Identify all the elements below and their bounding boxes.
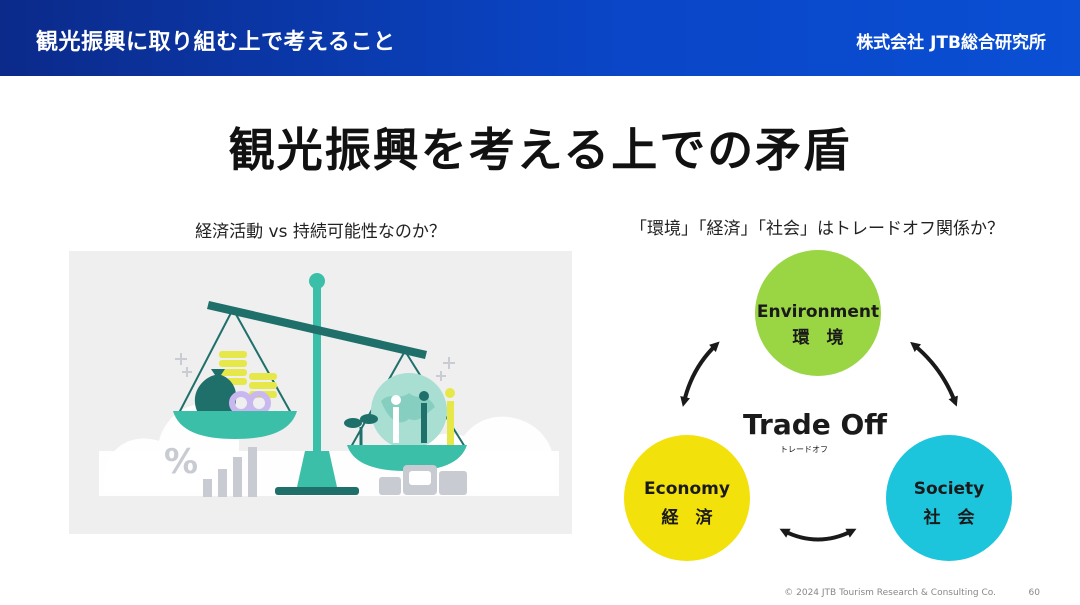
society-circle bbox=[886, 435, 1012, 561]
money-bag-icon bbox=[194, 369, 237, 411]
tradeoff-diagram: Environment 環 境 Economy 経 済 Society 社 会 … bbox=[612, 248, 1032, 570]
environment-label-jp: 環 境 bbox=[793, 327, 844, 348]
page-title: 観光振興を考える上での矛盾 bbox=[228, 123, 852, 177]
arrow-env-society bbox=[910, 341, 958, 407]
economy-label-jp: 経 済 bbox=[662, 507, 714, 528]
footer-copyright: © 2024 JTB Tourism Research & Consulting… bbox=[784, 588, 996, 598]
header-title: 観光振興に取り組む上で考えること bbox=[36, 30, 396, 55]
society-label-jp: 社 会 bbox=[923, 507, 975, 528]
tradeoff-label: Trade Off bbox=[743, 408, 887, 441]
plant-icon bbox=[344, 414, 378, 447]
environment-label-en: Environment bbox=[757, 302, 879, 322]
globe-icon bbox=[371, 373, 447, 449]
right-heading: 「環境」「経済」「社会」はトレードオフ関係か？ bbox=[630, 219, 1004, 239]
economy-circle bbox=[624, 435, 750, 561]
left-heading: 経済活動 vs 持続可能性なのか？ bbox=[195, 222, 446, 242]
percent-icon: % bbox=[164, 442, 198, 482]
company-name: 株式会社 JTB総合研究所 bbox=[856, 33, 1046, 53]
tradeoff-sub-label: トレードオフ bbox=[780, 445, 828, 454]
people-icon bbox=[391, 388, 455, 445]
balance-scale-icon: % bbox=[99, 273, 559, 497]
economy-label-en: Economy bbox=[644, 479, 730, 499]
page-number: 60 bbox=[1028, 588, 1040, 598]
arrow-env-economy bbox=[680, 341, 720, 407]
environment-circle bbox=[755, 250, 881, 376]
header-bar: 観光振興に取り組む上で考えること 株式会社 JTB総合研究所 bbox=[0, 0, 1080, 76]
society-label-en: Society bbox=[914, 479, 985, 499]
balance-illustration: % bbox=[69, 251, 572, 534]
tradeoff-svg: Environment 環 境 Economy 経 済 Society 社 会 … bbox=[624, 250, 1012, 561]
bar-chart-icon bbox=[203, 447, 257, 497]
arrow-economy-society bbox=[779, 528, 857, 542]
